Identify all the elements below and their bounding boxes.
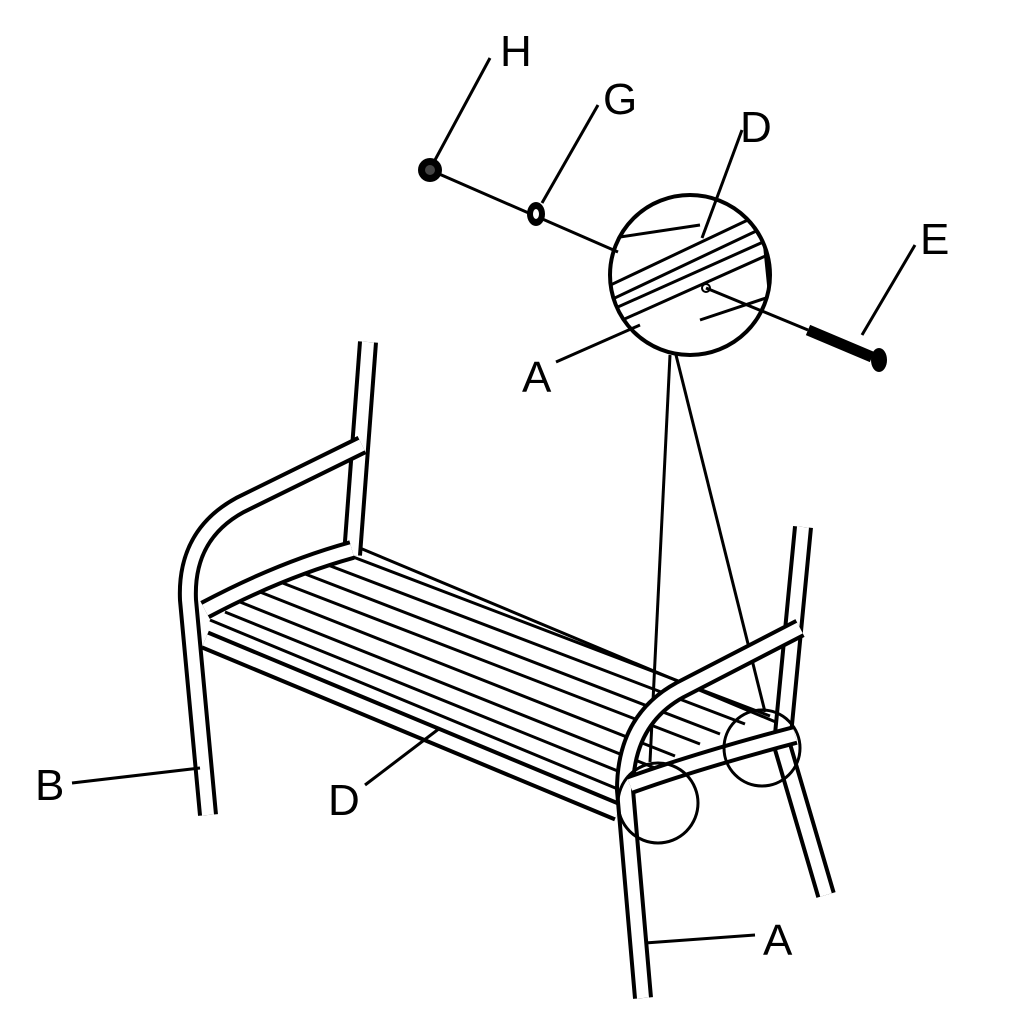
label-d-detail: D: [740, 103, 772, 152]
bolt-e-head: [871, 348, 887, 372]
assembly-axis-line: [429, 168, 619, 254]
cap-nut-h-center: [425, 165, 435, 175]
joint-detail-circle-front: [616, 761, 700, 845]
bolt-e-shaft: [805, 324, 875, 363]
label-b: B: [35, 761, 64, 810]
label-a-leg: A: [763, 916, 793, 965]
label-d-front: D: [328, 776, 360, 825]
joint-detail-circle-rear: [722, 708, 802, 788]
detail-magnifier: [608, 193, 772, 763]
bolt-axis-line: [705, 286, 809, 332]
bench: [177, 341, 836, 999]
detail-circle: [608, 193, 772, 357]
detail-connector-left: [648, 354, 672, 763]
label-h: H: [500, 27, 532, 76]
label-e: E: [920, 215, 949, 264]
leader-lines: [71, 57, 917, 945]
hardware-exploded-view: [418, 158, 887, 372]
left-leg-b: [181, 439, 365, 816]
washer-g-hole: [533, 209, 539, 219]
label-a-detail: A: [522, 353, 552, 402]
label-g: G: [603, 75, 637, 124]
